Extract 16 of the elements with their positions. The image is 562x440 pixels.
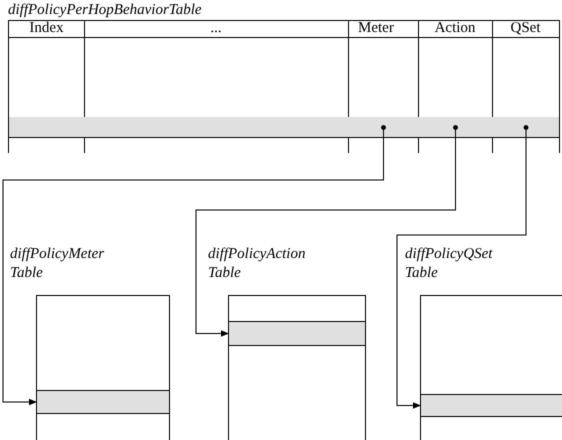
column-header: Meter <box>348 21 419 38</box>
highlighted-row <box>421 394 562 417</box>
column-header: QSet <box>492 21 560 38</box>
column-header: ... <box>84 21 349 38</box>
column-header: Index <box>9 21 85 38</box>
highlighted-row <box>229 321 365 346</box>
table-title: diffPolicyAction Table <box>208 245 306 283</box>
table-title: diffPolicyQSet Table <box>405 245 494 283</box>
highlighted-row <box>37 390 169 414</box>
pointer-arrow <box>2 125 386 406</box>
table-title: diffPolicyPerHopBehaviorTable <box>8 1 202 20</box>
table-title: diffPolicyMeter Table <box>10 245 106 283</box>
pointer-cell <box>492 117 560 138</box>
pointer-arrow <box>396 125 528 409</box>
pointer-arrow <box>196 125 458 337</box>
column-header: Action <box>418 21 493 38</box>
